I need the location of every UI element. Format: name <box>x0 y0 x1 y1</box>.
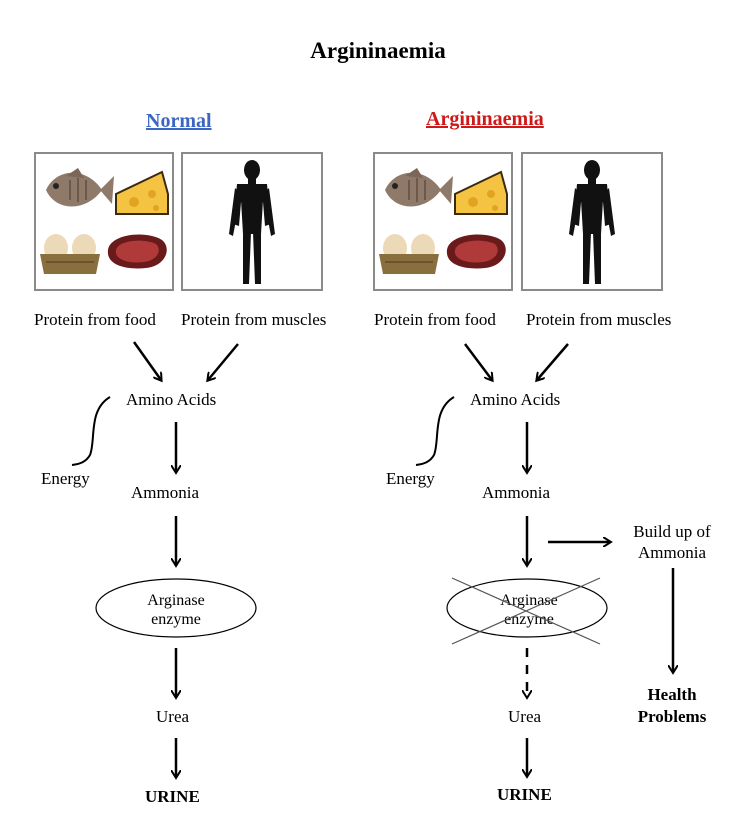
normal-muscle-image <box>181 152 323 291</box>
normal-enzyme-line1: Arginase <box>147 592 205 609</box>
disorder-buildup-line1: Build up of <box>633 522 711 541</box>
disorder-energy: Energy <box>386 469 435 488</box>
disorder-muscle-image <box>521 152 663 291</box>
normal-urea: Urea <box>156 707 190 726</box>
disorder-food-label: Protein from food <box>374 310 496 329</box>
disorder-health-problems: Health Problems <box>622 684 722 728</box>
normal-muscle-label: Protein from muscles <box>181 310 327 329</box>
blocked-enzyme-cross-icon <box>451 577 601 645</box>
normal-food-label: Protein from food <box>34 310 156 329</box>
disorder-buildup-label: Build up of Ammonia <box>612 521 732 563</box>
steak-icon <box>446 234 506 269</box>
disorder-health-line1: Health <box>647 685 697 704</box>
normal-ammonia: Ammonia <box>131 483 199 502</box>
diagram-title: Argininaemia <box>310 38 446 63</box>
steak-icon <box>107 234 167 269</box>
disorder-amino-acids: Amino Acids <box>470 390 561 409</box>
disorder-arrow-food-to-amino <box>464 343 492 380</box>
eggs-icon <box>379 234 439 274</box>
disorder-enzyme-line1: Arginase <box>500 592 558 609</box>
fish-icon <box>46 168 114 207</box>
normal-urine: URINE <box>145 787 200 806</box>
normal-arrow-food-to-amino <box>132 341 161 380</box>
normal-arrow-amino-to-energy <box>71 396 111 466</box>
disorder-arrow-muscle-to-amino <box>537 343 569 380</box>
normal-food-image <box>34 152 174 291</box>
disorder-muscle-label: Protein from muscles <box>526 310 672 329</box>
human-silhouette-icon <box>229 160 275 284</box>
cheese-icon <box>454 170 508 215</box>
disorder-arrow-amino-to-energy <box>415 396 455 466</box>
disorder-enzyme-ellipse <box>446 578 608 638</box>
fish-icon <box>385 168 453 207</box>
disorder-health-line2: Problems <box>637 707 707 726</box>
disorder-urea: Urea <box>508 707 542 726</box>
normal-amino-acids: Amino Acids <box>126 390 217 409</box>
normal-arrow-muscle-to-amino <box>208 343 239 380</box>
disorder-ammonia: Ammonia <box>482 483 550 502</box>
eggs-icon <box>40 234 100 274</box>
disorder-buildup-line2: Ammonia <box>638 543 706 562</box>
disorder-urine: URINE <box>497 785 552 804</box>
normal-enzyme-line2: enzyme <box>151 611 201 628</box>
cheese-icon <box>115 170 169 215</box>
normal-heading: Normal <box>146 110 212 132</box>
human-silhouette-icon <box>569 160 615 284</box>
disorder-heading: Argininaemia <box>426 108 544 130</box>
normal-enzyme-label: Arginase enzyme <box>126 591 226 629</box>
normal-energy: Energy <box>41 469 90 488</box>
normal-enzyme-ellipse <box>95 578 257 638</box>
disorder-food-image <box>373 152 513 291</box>
